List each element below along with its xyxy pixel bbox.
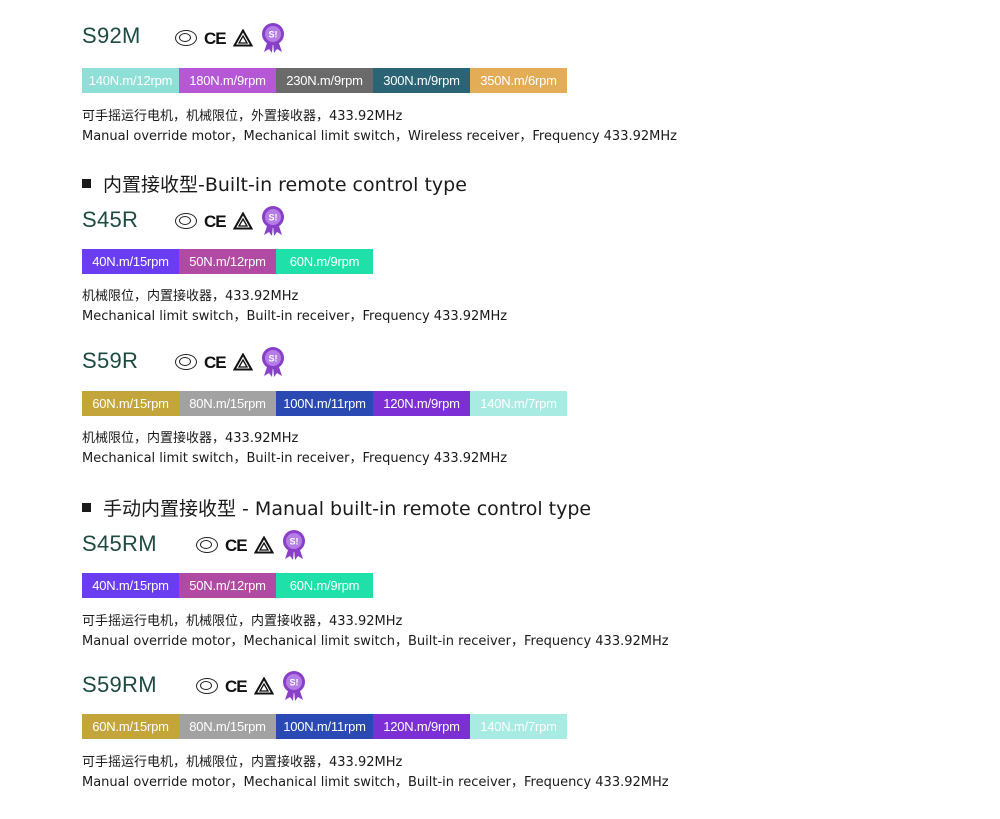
section-heading-text: 手动内置接收型 - Manual built-in remote control… — [103, 498, 592, 520]
ccc-icon — [175, 30, 197, 46]
ce-icon: CE — [204, 352, 227, 372]
description-en: Manual override motor，Mechanical limit s… — [82, 634, 669, 649]
description: 可手摇运行电机，机械限位，外置接收器，433.92MHz Manual over… — [82, 107, 677, 147]
warning-triangle-icon — [253, 536, 274, 554]
certification-icons: CE S! — [175, 205, 286, 237]
award-badge-icon: S! — [261, 23, 284, 53]
model-name: S59R — [82, 348, 139, 373]
model-name: S59RM — [82, 672, 157, 697]
description-en: Mechanical limit switch，Built-in receive… — [82, 451, 508, 466]
description: 可手摇运行电机，机械限位，内置接收器，433.92MHz Manual over… — [82, 612, 669, 652]
ce-icon: CE — [204, 211, 227, 231]
torque-speed-segment: 120N.m/9rpm — [373, 391, 470, 416]
torque-speed-segment: 80N.m/15rpm — [179, 714, 276, 739]
certification-icons: CE S! — [175, 22, 286, 54]
torque-speed-segment: 60N.m/15rpm — [82, 714, 179, 739]
ce-icon: CE — [225, 676, 248, 696]
certification-icons: CE S! — [196, 529, 307, 561]
bullet-icon — [82, 503, 91, 512]
torque-speed-segment: 350N.m/6rpm — [470, 68, 567, 93]
description-en: Manual override motor，Mechanical limit s… — [82, 775, 669, 790]
award-badge-icon: S! — [282, 671, 305, 701]
ce-icon: CE — [204, 28, 227, 48]
torque-speed-segment: 180N.m/9rpm — [179, 68, 276, 93]
ccc-icon — [175, 213, 197, 229]
award-badge-icon: S! — [261, 206, 284, 236]
warning-triangle-icon — [232, 212, 253, 230]
ce-icon: CE — [225, 535, 248, 555]
torque-speed-segment: 120N.m/9rpm — [373, 714, 470, 739]
model-title-s59rm: S59RM — [82, 672, 157, 698]
model-title-s45r: S45R — [82, 207, 138, 233]
torque-speed-segment: 100N.m/11rpm — [276, 714, 373, 739]
award-badge-icon: S! — [282, 530, 305, 560]
model-name: S92M — [82, 23, 141, 48]
torque-speed-segment: 60N.m/15rpm — [82, 391, 179, 416]
model-name: S45R — [82, 207, 139, 232]
description-cn: 可手摇运行电机，机械限位，内置接收器，433.92MHz — [82, 614, 403, 629]
section-heading-text: 内置接收型-Built-in remote control type — [103, 174, 467, 196]
bullet-icon — [82, 179, 91, 188]
award-badge-icon: S! — [261, 347, 284, 377]
section-heading-manual-builtin: 手动内置接收型 - Manual built-in remote control… — [82, 494, 591, 521]
description-cn: 机械限位，内置接收器，433.92MHz — [82, 289, 299, 304]
svg-text:S!: S! — [268, 354, 277, 364]
torque-speed-segment: 230N.m/9rpm — [276, 68, 373, 93]
model-title-s45rm: S45RM — [82, 531, 157, 557]
torque-speed-segment: 140N.m/12rpm — [82, 68, 179, 93]
model-name: S45RM — [82, 531, 157, 556]
torque-speed-segment: 100N.m/11rpm — [276, 391, 373, 416]
svg-text:S!: S! — [268, 213, 277, 223]
description-cn: 可手摇运行电机，机械限位，外置接收器，433.92MHz — [82, 109, 403, 124]
torque-speed-segment: 50N.m/12rpm — [179, 249, 276, 274]
certification-icons: CE S! — [175, 346, 286, 378]
model-title-s92m: S92M — [82, 23, 141, 49]
certification-icons: CE S! — [196, 670, 307, 702]
torque-speed-segment: 140N.m/7rpm — [470, 714, 567, 739]
ccc-icon — [175, 354, 197, 370]
description-en: Mechanical limit switch，Built-in receive… — [82, 309, 508, 324]
torque-speed-segment: 60N.m/9rpm — [276, 573, 373, 598]
torque-speed-segment: 80N.m/15rpm — [179, 391, 276, 416]
ccc-icon — [196, 678, 218, 694]
description-en: Manual override motor，Mechanical limit s… — [82, 129, 677, 144]
torque-speed-segment: 40N.m/15rpm — [82, 573, 179, 598]
torque-speed-segment: 300N.m/9rpm — [373, 68, 470, 93]
section-heading-builtin: 内置接收型-Built-in remote control type — [82, 170, 467, 197]
torque-speed-segment: 40N.m/15rpm — [82, 249, 179, 274]
torque-speed-segment: 140N.m/7rpm — [470, 391, 567, 416]
svg-text:S!: S! — [289, 678, 298, 688]
svg-text:S!: S! — [268, 30, 277, 40]
description: 可手摇运行电机，机械限位，内置接收器，433.92MHz Manual over… — [82, 753, 669, 793]
svg-text:S!: S! — [289, 537, 298, 547]
warning-triangle-icon — [232, 353, 253, 371]
torque-speed-segment: 60N.m/9rpm — [276, 249, 373, 274]
description: 机械限位，内置接收器，433.92MHz Mechanical limit sw… — [82, 287, 507, 327]
torque-speed-segment: 50N.m/12rpm — [179, 573, 276, 598]
ccc-icon — [196, 537, 218, 553]
description: 机械限位，内置接收器，433.92MHz Mechanical limit sw… — [82, 429, 507, 469]
description-cn: 可手摇运行电机，机械限位，内置接收器，433.92MHz — [82, 755, 403, 770]
warning-triangle-icon — [232, 29, 253, 47]
description-cn: 机械限位，内置接收器，433.92MHz — [82, 431, 299, 446]
model-title-s59r: S59R — [82, 348, 138, 374]
warning-triangle-icon — [253, 677, 274, 695]
